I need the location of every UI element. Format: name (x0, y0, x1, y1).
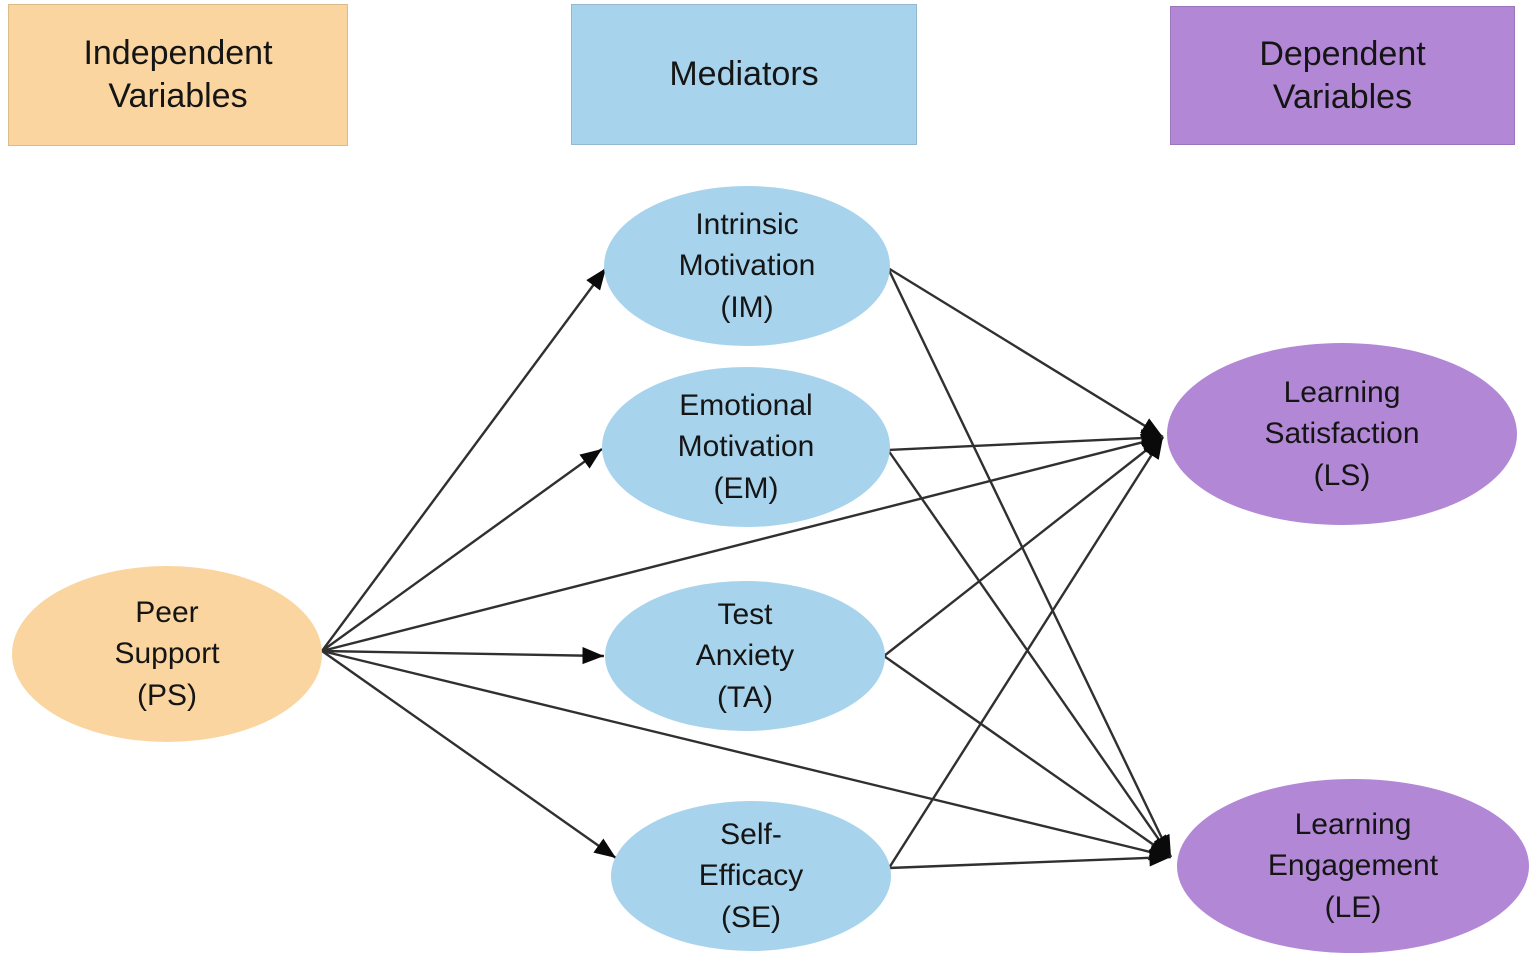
node-test-anxiety: Test Anxiety (TA) (605, 581, 885, 731)
node-self-efficacy-label: Self- Efficacy (SE) (698, 817, 804, 934)
arrow-PS-TA (321, 646, 605, 665)
node-learning-engagement-label: Learning Engagement (LE) (1267, 807, 1439, 924)
node-learning-satisfaction-label: Learning Satisfaction (LS) (1264, 375, 1420, 492)
arrow-TA-LS (883, 436, 1164, 657)
arrow-IM-LE (886, 267, 1173, 858)
arrow-PS-EM (321, 448, 603, 652)
node-learning-satisfaction: Learning Satisfaction (LS) (1167, 343, 1517, 525)
column-header-independent: Independent Variables (8, 4, 348, 146)
node-intrinsic-motivation-label: Intrinsic Motivation (IM) (678, 207, 816, 324)
node-emotional-motivation: Emotional Motivation (EM) (602, 367, 890, 527)
arrow-TA-LE (883, 655, 1172, 858)
node-test-anxiety-label: Test Anxiety (TA) (695, 597, 795, 714)
column-header-independent-label: Independent Variables (83, 34, 273, 115)
node-peer-support-label: Peer Support (PS) (114, 595, 220, 712)
arrow-SE-LE (888, 849, 1172, 870)
node-peer-support: Peer Support (PS) (12, 566, 322, 742)
column-header-mediators-label: Mediators (669, 55, 819, 94)
node-self-efficacy: Self- Efficacy (SE) (611, 801, 891, 951)
column-header-dependent: Dependent Variables (1170, 6, 1515, 145)
column-header-dependent-label: Dependent Variables (1259, 34, 1426, 116)
arrow-SE-LS (887, 436, 1165, 869)
arrow-PS-IM (321, 267, 607, 652)
node-intrinsic-motivation: Intrinsic Motivation (IM) (604, 186, 890, 346)
arrow-EM-LS (887, 429, 1164, 452)
node-learning-engagement: Learning Engagement (LE) (1177, 779, 1529, 953)
arrow-PS-LE (321, 649, 1172, 861)
arrow-IM-LS (887, 266, 1164, 439)
arrow-PS-LS (321, 433, 1164, 653)
arrow-PS-SE (321, 650, 617, 859)
arrow-EM-LE (887, 449, 1172, 858)
node-emotional-motivation-label: Emotional Motivation (EM) (677, 388, 815, 505)
column-header-mediators: Mediators (571, 4, 917, 145)
